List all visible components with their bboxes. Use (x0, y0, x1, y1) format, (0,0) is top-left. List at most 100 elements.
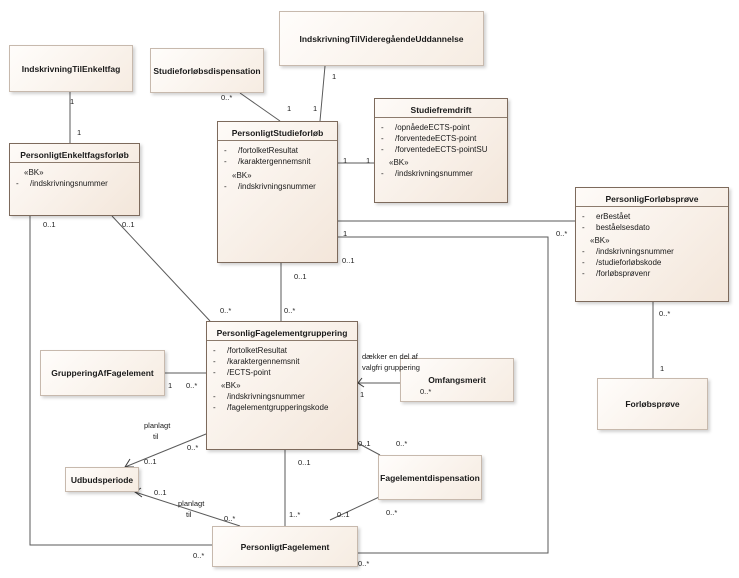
multiplicity-label: 0..* (420, 387, 432, 396)
attribute-section: -erBestået -beståelsesdato «BK» -/indskr… (576, 206, 728, 281)
class-name: PersonligtFagelement (240, 541, 330, 552)
multiplicity-label: 1 (660, 364, 665, 373)
multiplicity-label: 0..1 (154, 488, 167, 497)
attribute-row: -/opnåedeECTS-point (381, 123, 470, 132)
multiplicity-label: 0..1 (298, 458, 311, 467)
stereotype: «BK» (221, 381, 241, 390)
attribute-row: -erBestået (582, 212, 631, 221)
multiplicity-label: 0..1 (337, 510, 350, 519)
class-gruppering-af-fagelement[interactable]: GrupperingAfFagelement (40, 350, 165, 396)
class-name: PersonligForløbsprøve (605, 194, 699, 204)
stereotype: «BK» (389, 158, 409, 167)
class-omfangsmerit[interactable]: Omfangsmerit (400, 358, 514, 402)
class-name: Omfangsmerit (428, 375, 486, 385)
class-studiefremdrift[interactable]: Studiefremdrift -/opnåedeECTS-point -/fo… (374, 98, 508, 203)
arrowhead-udbud-1 (124, 458, 134, 468)
assoc-enkelt-gruppering (111, 215, 211, 322)
multiplicity-label: 0..* (556, 229, 568, 238)
multiplicity-label: 0..* (396, 439, 408, 448)
assoc-gruppering-udbud (124, 433, 207, 468)
class-name: Forløbsprøve (625, 399, 680, 409)
assoc-videregaaende (319, 65, 326, 122)
assoc-dispensation (239, 92, 281, 122)
class-name: Fagelementdispensation (380, 472, 480, 483)
association-name: dækker en del af (362, 352, 418, 361)
multiplicity-label: 1 (343, 156, 348, 165)
multiplicity-label: 0..1 (294, 272, 307, 281)
class-udbudsperiode[interactable]: Udbudsperiode (65, 467, 139, 492)
class-name: Studiefremdrift (410, 105, 472, 115)
class-name: PersonligFagelementgruppering (216, 328, 348, 338)
attribute-row: -/karaktergennemsnit (213, 357, 300, 366)
attribute-row: -/indskrivningsnummer (582, 247, 674, 256)
multiplicity-label: 0..* (193, 551, 205, 560)
class-indskrivning-til-enkeltfag[interactable]: IndskrivningTilEnkeltfag (9, 45, 133, 92)
multiplicity-label: 0..* (284, 306, 296, 315)
association-name: valgfri gruppering (362, 363, 420, 372)
class-name: PersonligtEnkeltfagsforløb (20, 150, 129, 160)
attribute-row: -/indskrivningsnummer (16, 179, 108, 188)
attribute-row: -/forventedeECTS-pointSU (381, 145, 488, 154)
class-personligt-fagelement[interactable]: PersonligtFagelement (212, 526, 358, 567)
arrowhead-omfangsmerit (357, 377, 365, 388)
class-forloebsproeve[interactable]: Forløbsprøve (597, 378, 708, 430)
assoc-fagelement-udbud (134, 491, 241, 527)
attribute-section: -/fortolketResultat -/karaktergennemsnit… (207, 340, 357, 415)
class-name: PersonligtStudieforløb (231, 128, 324, 138)
attribute-row: -beståelsesdato (582, 223, 650, 232)
multiplicity-label: 1 (287, 104, 292, 113)
multiplicity-label: 0..* (224, 514, 236, 523)
attribute-row: -/studieforløbskode (582, 258, 662, 267)
multiplicity-label: 1..* (289, 510, 301, 519)
multiplicity-label: 1 (168, 381, 173, 390)
class-name: Udbudsperiode (70, 474, 134, 485)
multiplicity-label: 0..* (187, 443, 199, 452)
stereotype: «BK» (232, 171, 252, 180)
attribute-row: -/indskrivningsnummer (381, 169, 473, 178)
multiplicity-label: 0..* (221, 93, 233, 102)
class-personligt-studieforloeb[interactable]: PersonligtStudieforløb -/fortolketResult… (217, 121, 338, 263)
association-name: planlagt (178, 499, 205, 508)
multiplicity-label: 0..1 (342, 256, 355, 265)
class-studieforloebsdispensation[interactable]: Studieforløbsdispensation (150, 48, 264, 93)
multiplicity-label: 0..* (220, 306, 232, 315)
class-indskrivning-til-videregaaende[interactable]: IndskrivningTilVideregåendeUddannelse (279, 11, 484, 66)
attribute-section: «BK» -/indskrivningsnummer (10, 162, 139, 191)
multiplicity-label: 1 (366, 156, 371, 165)
attribute-section: -/fortolketResultat -/karaktergennemsnit… (218, 140, 337, 194)
attribute-row: -/forløbsprøvenr (582, 269, 651, 278)
multiplicity-label: 0..1 (358, 439, 371, 448)
attribute-row: -/fortolketResultat (224, 146, 299, 155)
multiplicity-label: 0..* (186, 381, 198, 390)
class-fagelementdispensation[interactable]: Fagelementdispensation (378, 455, 482, 500)
multiplicity-label: 0..1 (43, 220, 56, 229)
association-name: til (186, 510, 192, 519)
class-name: Studieforløbsdispensation (153, 65, 261, 76)
attribute-row: -/fagelementgrupperingskode (213, 403, 329, 412)
attribute-row: -/indskrivningsnummer (224, 182, 316, 191)
multiplicity-label: 1 (332, 72, 337, 81)
class-name: IndskrivningTilVideregåendeUddannelse (299, 33, 464, 44)
class-personlig-forloebsproeve[interactable]: PersonligForløbsprøve -erBestået -beståe… (575, 187, 729, 302)
multiplicity-label: 0..1 (144, 457, 157, 466)
class-personligt-enkeltfagsforloeb[interactable]: PersonligtEnkeltfagsforløb «BK» -/indskr… (9, 143, 140, 216)
multiplicity-label: 0..* (659, 309, 671, 318)
multiplicity-label: 0..* (386, 508, 398, 517)
multiplicity-label: 1 (70, 97, 75, 106)
attribute-row: -/karaktergennemsnit (224, 157, 311, 166)
multiplicity-label: 1 (343, 229, 348, 238)
attribute-row: -/indskrivningsnummer (213, 392, 305, 401)
attribute-row: -/ECTS-point (213, 368, 271, 377)
assoc-enkelt-fagelement (29, 216, 240, 546)
arrowhead-udbud-2 (134, 487, 143, 498)
class-name: GrupperingAfFagelement (51, 368, 154, 378)
class-personlig-fagelementgruppering[interactable]: PersonligFagelementgruppering -/fortolke… (206, 321, 358, 450)
multiplicity-label: 1 (313, 104, 318, 113)
assoc-studie-fagelement (338, 236, 549, 554)
association-name: planlagt (144, 421, 171, 430)
multiplicity-label: 1 (360, 390, 365, 399)
multiplicity-label: 1 (77, 128, 82, 137)
multiplicity-label: 0..* (358, 559, 370, 568)
stereotype: «BK» (24, 168, 44, 177)
